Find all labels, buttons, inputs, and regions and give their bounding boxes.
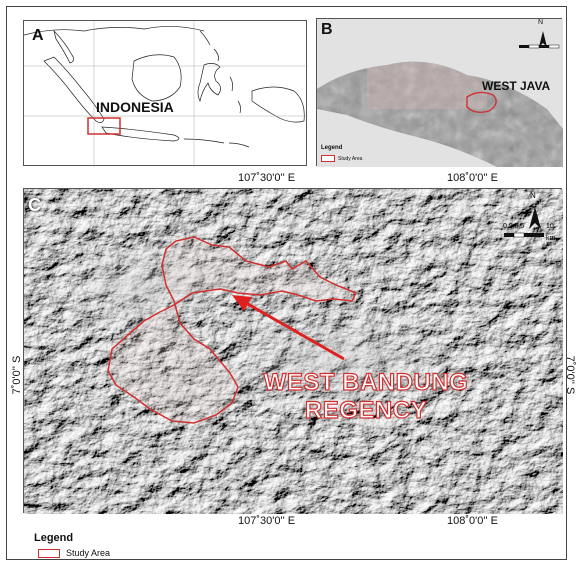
pointer-arrow	[232, 295, 345, 361]
north-arrow-b	[539, 31, 547, 47]
legend-item-label: Study Area	[66, 548, 111, 558]
scale-unit-c: km	[546, 235, 556, 242]
legend-item-b-label: Study Area	[338, 155, 363, 162]
legend-item-study-area: Study Area	[38, 548, 110, 558]
west-bandung-label-line2: REGENCY	[304, 396, 428, 424]
indonesia-label: INDONESIA	[96, 99, 174, 115]
coord-top-right: 108˚0'0'' E	[447, 172, 498, 184]
panel-a-label: A	[32, 27, 44, 44]
figure-frame	[6, 6, 567, 560]
scale-end-c: 10	[546, 223, 554, 230]
legend-title: Legend	[34, 532, 74, 544]
panel-b-west-java-map: B N WEST JAVA Legend Study Area	[316, 18, 563, 167]
west-bandung-label-line1: WEST BANDUNG	[263, 368, 469, 396]
west-bandung-relief-map	[24, 189, 563, 514]
panel-b-label: B	[321, 21, 333, 38]
legend-swatch-b	[321, 155, 335, 162]
study-area-outline-c	[107, 236, 358, 424]
panel-c-label: C	[28, 195, 41, 215]
north-arrow-c	[529, 207, 541, 229]
indonesia-outline-map	[23, 21, 308, 167]
north-label-c: N	[530, 191, 536, 200]
scale-ticks-c: 0 2.5 5	[503, 223, 525, 230]
north-label-b: N	[538, 19, 544, 26]
coord-left-lat: 7˚0'0'' S	[11, 355, 23, 395]
scale-bar-b	[519, 44, 560, 49]
coord-bottom-right: 108˚0'0'' E	[447, 515, 498, 527]
panel-a-indonesia-map: A INDONESIA	[23, 20, 308, 167]
scale-bar-c	[504, 232, 544, 238]
legend-item-b: Study Area	[321, 155, 362, 162]
study-area-box-a	[87, 117, 121, 135]
legend-swatch	[38, 548, 60, 558]
west-java-relief-map	[317, 19, 563, 167]
coord-bottom-left: 107˚30'0'' E	[238, 515, 296, 527]
west-java-label: WEST JAVA	[482, 79, 551, 93]
coord-top-left: 107˚30'0'' E	[238, 172, 296, 184]
study-area-outline-b	[466, 91, 497, 114]
panel-c-west-bandung-map: C N 0 2.5 5 10 km WEST BANDUNG REGENCY	[23, 188, 563, 514]
coord-right-lat: 7˚0'0'' S	[564, 355, 576, 395]
west-bandung-label: WEST BANDUNG REGENCY	[246, 368, 486, 425]
legend-title-b: Legend	[321, 145, 343, 151]
